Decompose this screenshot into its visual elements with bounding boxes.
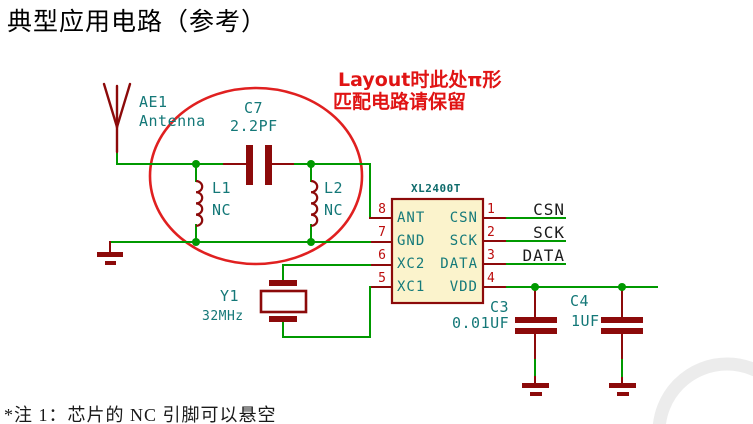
c3-value-label: 0.01UF [452, 314, 510, 332]
ground-symbol-c3 [522, 383, 549, 396]
pin-number-6: 6 [378, 248, 386, 263]
chip-body [390, 197, 485, 305]
l1-ref-label: L1 [212, 179, 232, 197]
crystal-y1-symbol [259, 280, 308, 322]
antenna-icon [102, 82, 132, 154]
c4-ref-label: C4 [570, 292, 590, 310]
chip-name-label: XL2400T [411, 182, 461, 195]
page-title: 典型应用电路（参考） [7, 9, 268, 36]
ground-symbol-left [97, 252, 123, 265]
y1-ref-label: Y1 [220, 287, 240, 305]
wires [109, 149, 658, 379]
capacitor-c3-symbol [515, 317, 557, 334]
pin-name-xc1: XC1 [397, 279, 426, 295]
y1-value-label: 32MHz [202, 309, 244, 324]
c7-ref-label: C7 [244, 99, 264, 117]
junction-dot [531, 283, 539, 291]
pin-number-7: 7 [378, 225, 386, 240]
net-label-csn: CSN [533, 200, 565, 219]
pin-name-data: DATA [440, 256, 478, 272]
pin-name-sck: SCK [449, 233, 478, 249]
inductor-l2-symbol [310, 179, 319, 227]
junction-dot [307, 160, 315, 168]
pin-name-csn: CSN [449, 210, 478, 226]
highlight-ellipse [148, 86, 364, 266]
pin-number-2: 2 [487, 225, 495, 240]
ground-symbol-c4 [609, 383, 636, 396]
wire-xc2 [282, 264, 373, 282]
l2-ref-label: L2 [324, 179, 344, 197]
pin-name-xc2: XC2 [397, 256, 426, 272]
layout-annotation-line1: Layout时此处π形 [338, 69, 502, 91]
pin-name-vdd: VDD [449, 279, 478, 295]
net-label-sck: SCK [533, 223, 565, 242]
net-label-data: DATA [522, 246, 565, 265]
junction-dot [307, 238, 315, 246]
footnote: *注 1：芯片的 NC 引脚可以悬空 [4, 405, 277, 424]
c3-ref-label: C3 [490, 298, 510, 316]
capacitor-c4-symbol [601, 317, 643, 334]
pin-number-1: 1 [487, 202, 495, 217]
layout-annotation-line2: 匹配电路请保留 [333, 91, 467, 113]
antenna-ref-label: AE1 [139, 93, 168, 111]
junction-dots [192, 160, 626, 291]
pin-number-4: 4 [487, 271, 495, 286]
capacitor-c7-symbol [246, 145, 272, 185]
c7-value-label: 2.2PF [230, 117, 278, 135]
inductor-l1-symbol [195, 179, 204, 227]
pin-stubs [109, 163, 623, 385]
junction-dot [192, 238, 200, 246]
wire-top-right [292, 163, 371, 218]
pin-number-8: 8 [378, 202, 386, 217]
l2-value-label: NC [324, 201, 344, 219]
antenna-value-label: Antenna [139, 112, 206, 130]
pin-number-5: 5 [378, 271, 386, 286]
pin-name-ant: ANT [397, 210, 426, 226]
wire-xc1 [282, 286, 373, 338]
c4-value-label: 1UF [571, 312, 600, 330]
l1-value-label: NC [212, 201, 232, 219]
pin-name-gnd: GND [397, 233, 426, 249]
junction-dot [192, 160, 200, 168]
pin-number-3: 3 [487, 248, 495, 263]
junction-dot [618, 283, 626, 291]
watermark-circle [652, 357, 753, 424]
